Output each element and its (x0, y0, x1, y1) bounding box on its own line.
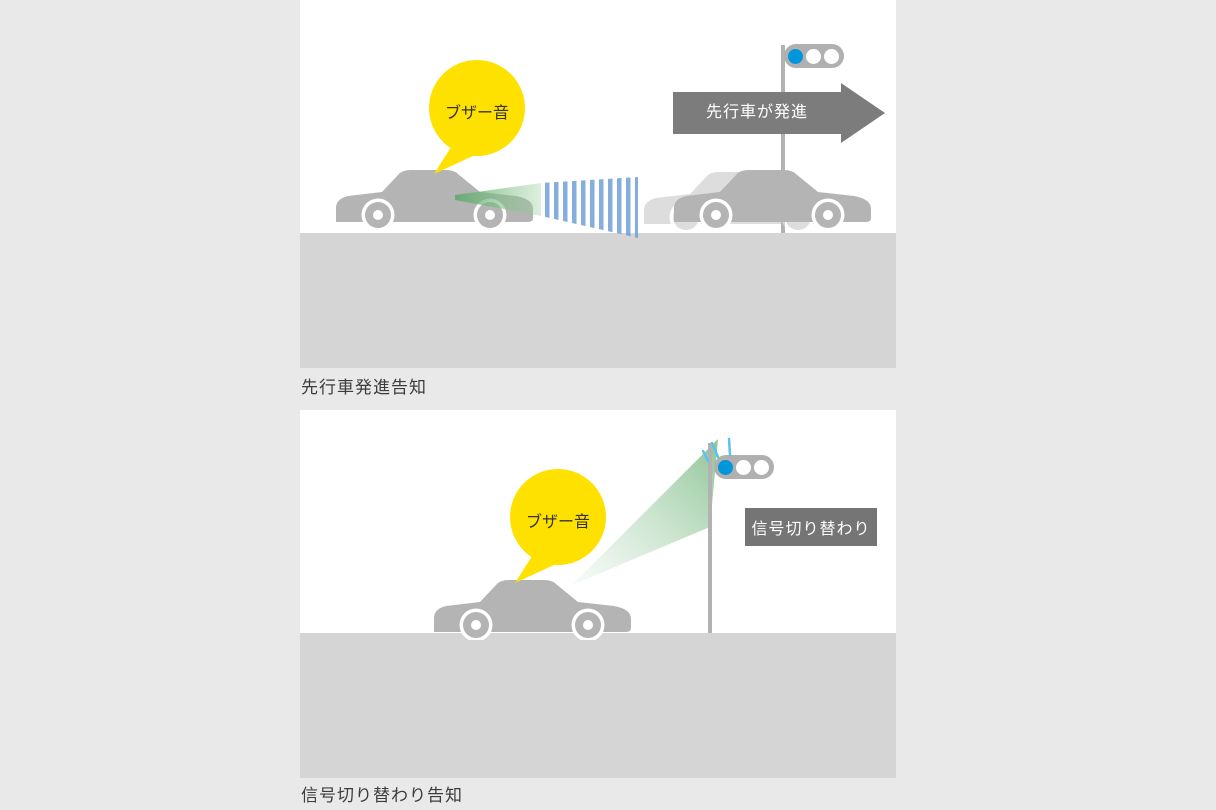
signal-pole (708, 443, 712, 633)
green-signal-lamp (718, 459, 733, 475)
green-signal-lamp (788, 48, 803, 64)
road (300, 233, 896, 368)
buzzer-label: ブザー音 (525, 514, 590, 531)
departure-arrow-label: 先行車が発進 (705, 104, 808, 121)
caption-preceding-vehicle-start: 先行車発進告知 (301, 378, 427, 397)
buzzer-label: ブザー音 (444, 105, 509, 122)
yellow-signal-lamp (806, 48, 821, 64)
preceding-car-icon (674, 170, 871, 230)
sensor-beam (572, 439, 718, 585)
caption-signal-change: 信号切り替わり告知 (301, 786, 463, 805)
signal-blink-rays-icon (702, 437, 732, 463)
panel-signal-change: 信号切り替わり ブザー音 (300, 410, 896, 778)
signal-change-label: 信号切り替わり (745, 508, 877, 546)
speech-bubble (510, 469, 606, 583)
sensor-beam (455, 177, 638, 238)
signal-pole (781, 45, 785, 233)
red-signal-lamp (754, 459, 769, 475)
road (300, 633, 896, 778)
red-signal-lamp (824, 48, 839, 64)
panel-preceding-vehicle-start: 先行車が発進 ブザー音 (300, 0, 896, 368)
traffic-light-icon (784, 44, 844, 68)
departure-arrow (673, 83, 885, 143)
speech-bubble (429, 60, 525, 174)
yellow-signal-lamp (736, 459, 751, 475)
traffic-light-icon (714, 455, 774, 479)
